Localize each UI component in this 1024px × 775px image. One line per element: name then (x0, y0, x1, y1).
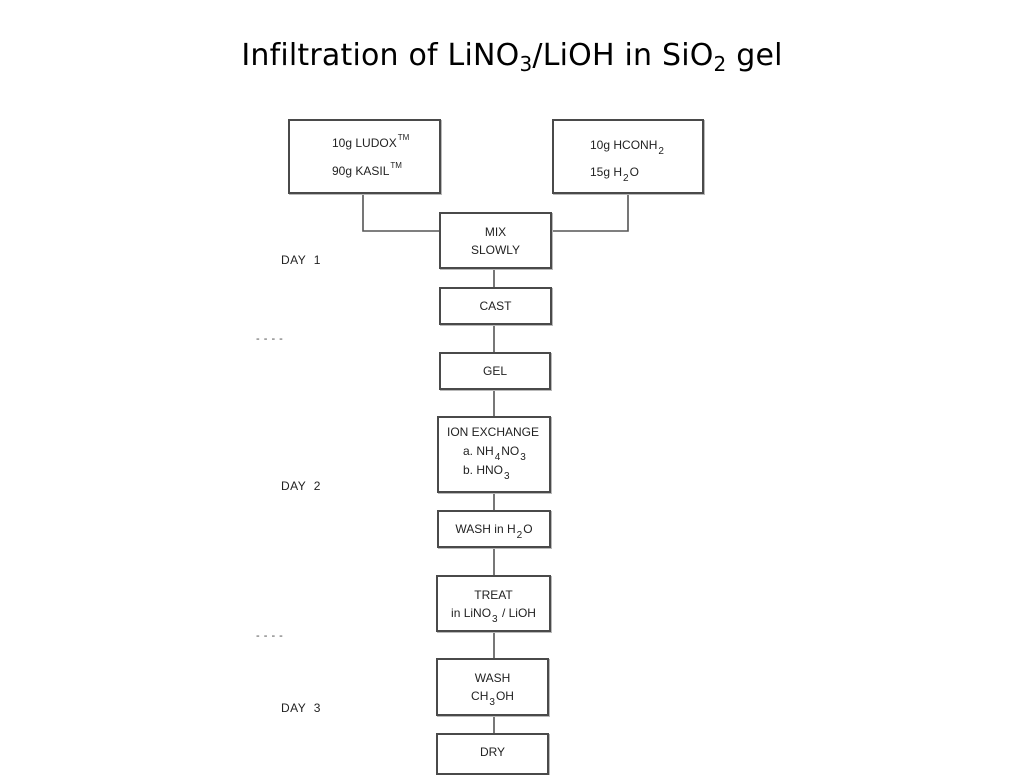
water-line: 15g H2O (590, 165, 639, 184)
mix-label: MIX (484, 224, 507, 239)
dry-label: DRY (479, 745, 506, 759)
title-sub-2: 2 (713, 52, 727, 76)
ion-a-sub-4: 4 (494, 452, 501, 463)
methanol-text: CH (471, 689, 489, 703)
wash-water-text: WASH in H (455, 522, 516, 536)
day-3-label: DAY 3 (281, 701, 321, 715)
step-dry: DRY (436, 733, 549, 775)
treat-label: TREAT (474, 587, 513, 602)
hconh2-sub: 2 (658, 146, 664, 157)
step-cast: CAST (439, 287, 552, 325)
treat-reagent-text: in LiNO (451, 605, 492, 620)
treat-reagent: in LiNO3 / LiOH (451, 604, 536, 625)
ion-a-text: a. NH (463, 444, 494, 458)
connector-left-input (362, 193, 440, 232)
kasil-trademark: TM (390, 161, 402, 170)
step-ion-exchange: ION EXCHANGE a. NH4NO3 b. HNO3 (437, 416, 551, 493)
water-text-pre: 15g H (590, 165, 623, 179)
step-wash-methanol: WASH CH3OH (436, 658, 549, 716)
wash-water-text-post: O (523, 522, 533, 536)
input-box-ludox-kasil: 10g LUDOXTM 90g KASILTM (288, 119, 441, 194)
day-separator-2: - - - - (256, 630, 284, 642)
methanol-sub: 3 (489, 697, 495, 708)
ion-step-b: b. HNO3 (447, 461, 539, 482)
ion-exchange-title: ION EXCHANGE (447, 425, 540, 439)
methanol-text-post: OH (495, 689, 514, 703)
hconh2-text: 10g HCONH (590, 138, 658, 152)
ion-a-sub-3: 3 (520, 452, 526, 463)
kasil-text: 90g KASIL (332, 164, 390, 178)
gel-label: GEL (482, 364, 507, 378)
cast-label: CAST (479, 299, 512, 313)
wash-water-label: WASH in H2O (455, 520, 533, 541)
slide-title: Infiltration of LiNO3/LiOH in SiO2 gel (0, 38, 1024, 76)
step-mix-slowly: MIX SLOWLY (439, 212, 552, 269)
ion-step-a: a. NH4NO3 (447, 442, 539, 463)
input-box-hconh2-h2o: 10g HCONH2 15g H2O (552, 119, 704, 194)
title-end: gel (726, 38, 783, 73)
treat-reagent-post: / LiOH (498, 605, 536, 620)
wash-methanol-label: WASH (474, 671, 511, 685)
title-main: Infiltration of LiNO (241, 38, 520, 73)
water-sub: 2 (623, 173, 629, 184)
ion-a-no: NO (501, 444, 520, 458)
ludox-line: 10g LUDOXTM (332, 133, 410, 151)
title-mid: /LiOH in SiO (532, 38, 714, 73)
step-treat: TREAT in LiNO3 / LiOH (436, 575, 551, 632)
treat-reagent-sub: 3 (492, 613, 498, 625)
hconh2-line: 10g HCONH2 (590, 138, 665, 157)
step-wash-water: WASH in H2O (437, 510, 551, 548)
kasil-line: 90g KASILTM (332, 161, 402, 179)
connector-right-input (552, 193, 629, 232)
day-1-label: DAY 1 (281, 253, 321, 267)
ion-b-text: b. HNO (463, 463, 504, 477)
ludox-text: 10g LUDOX (332, 136, 397, 150)
methanol-formula: CH3OH (471, 687, 514, 708)
water-text-post: O (629, 165, 639, 179)
ludox-trademark: TM (397, 133, 410, 142)
day-separator-1: - - - - (256, 333, 284, 345)
ion-b-sub-3: 3 (504, 471, 510, 482)
title-sub-3: 3 (519, 52, 533, 76)
step-gel: GEL (439, 352, 551, 390)
wash-water-sub: 2 (516, 530, 523, 541)
slowly-label: SLOWLY (470, 242, 521, 257)
day-2-label: DAY 2 (281, 479, 321, 493)
